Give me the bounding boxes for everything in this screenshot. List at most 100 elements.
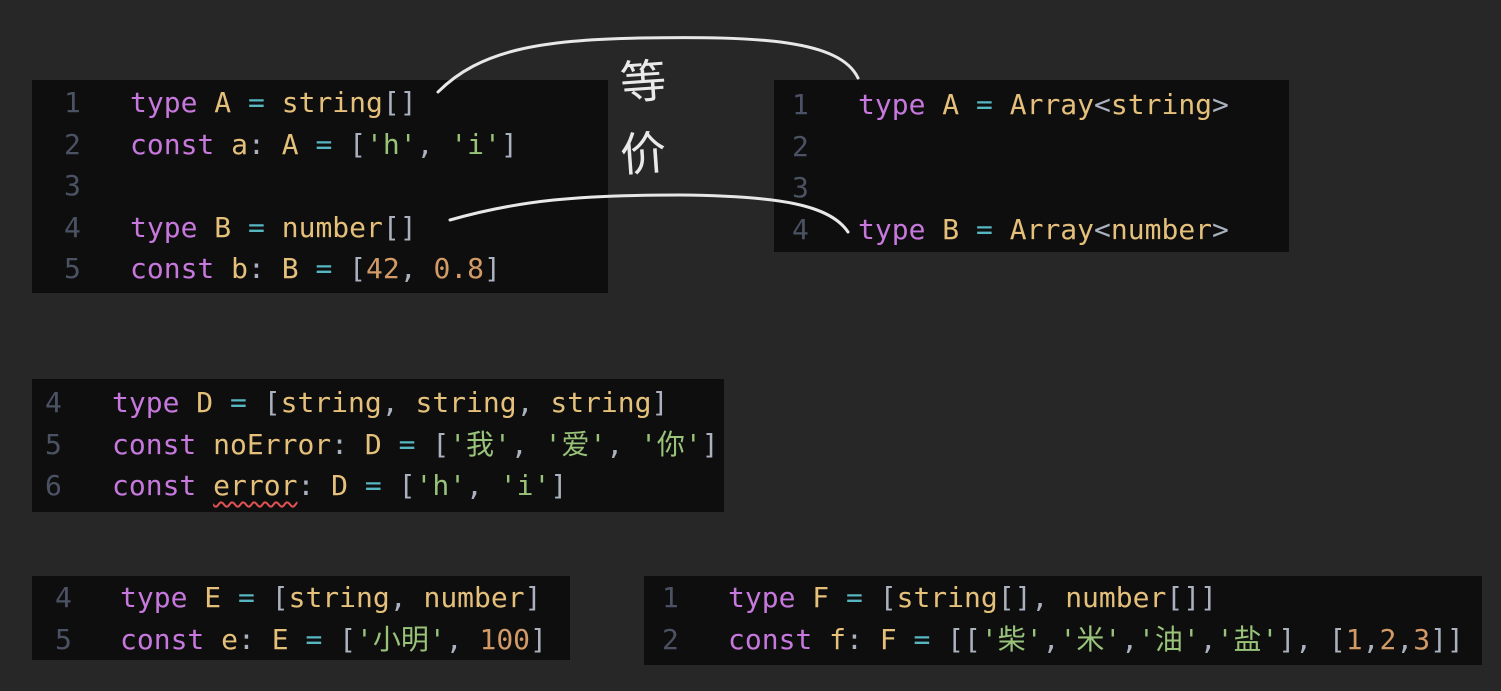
line-number: 3 [792,171,809,204]
code-token: > [1212,88,1229,121]
code-token: e [221,622,239,656]
code-token [179,386,196,419]
code-token: string [1110,88,1213,121]
code-token: , [510,427,545,461]
code-token: type [112,386,180,419]
code-token: type [858,212,926,246]
code-token [187,581,204,614]
line-number: 6 [45,469,62,502]
code-line: 2 [774,126,1289,167]
code-token [231,211,248,244]
code-token: = [230,386,247,419]
code-token: A [942,88,960,121]
code-token: , [606,427,641,461]
code-token: string [281,86,383,119]
code-token: string [550,386,652,419]
code-token: [ [879,581,897,614]
code-token: a [231,127,249,161]
code-token [415,428,432,461]
code-line: 2 const a: A = ['h', 'i'] [32,124,608,165]
code-token: 'h' [415,469,467,502]
code-token: : [297,469,332,502]
line-number: 4 [64,210,81,244]
code-token: type [858,88,926,121]
code-text: const a: A = ['h', 'i'] [130,124,518,165]
code-token [897,623,914,656]
code-token: = [248,86,265,119]
code-token: '小明' [356,622,446,656]
code-token [265,86,282,119]
code-token [993,213,1010,246]
code-token: 2 [1379,622,1397,656]
code-token: f [829,622,847,656]
code-token: : [248,127,282,161]
code-token: string [280,386,382,419]
code-token [332,128,349,161]
line-number: 2 [64,127,81,161]
code-line: 3 [32,165,608,206]
code-token: , [466,469,500,502]
code-token: 0.8 [433,252,485,285]
code-token: ], [ [1278,622,1346,656]
code-token: [ [349,252,367,285]
code-token [289,623,306,656]
code-token: , [445,622,480,656]
code-token: const [728,622,813,656]
code-token: ] [524,581,542,614]
line-number: 5 [64,252,81,285]
line-number: 1 [792,88,809,121]
code-token [930,623,947,656]
code-token: , [1042,622,1060,656]
code-text: const f: F = [['柴','米','油','盐'], [1,2,3]… [728,619,1464,660]
code-token [197,211,214,244]
error-token: error [213,469,298,502]
code-token: , [1362,622,1380,656]
code-token [299,128,316,161]
code-token: D [364,427,382,461]
code-token: []] [1166,581,1217,614]
code-text: type E = [string, number] [120,577,541,618]
line-number: 5 [45,427,62,461]
code-token: D [331,469,349,502]
code-token: type [130,86,198,119]
line-number: 2 [792,129,809,163]
code-token: '我' [449,427,511,461]
code-token: ] [550,469,568,502]
code-token: , [381,386,416,419]
code-token: ] [484,252,501,285]
handwritten-equivalent-char-1: 等 [618,53,669,111]
line-number: 4 [792,212,809,246]
code-token [993,88,1010,121]
code-token: = [238,581,255,614]
code-token: ] [701,427,719,461]
code-token: 100 [479,622,531,656]
code-token: = [976,212,993,246]
line-number: 1 [64,86,81,119]
code-text: const b: B = [42, 0.8] [130,248,501,289]
line-number: 4 [55,581,72,614]
code-token: Array [1009,88,1095,121]
code-token [829,581,846,614]
code-token: [ [271,581,289,614]
code-token: = [913,622,931,656]
code-token: [], [997,581,1066,614]
code-token: number [423,581,525,614]
code-token: noError [213,427,332,461]
code-token [214,128,231,161]
code-token: ] [500,127,518,161]
line-number: 1 [662,581,679,614]
code-token: type [120,581,188,614]
code-token: ]] [1430,622,1464,656]
code-token: B [942,212,960,246]
code-token [332,252,349,285]
code-token: [ [263,386,281,419]
code-token [221,581,238,614]
